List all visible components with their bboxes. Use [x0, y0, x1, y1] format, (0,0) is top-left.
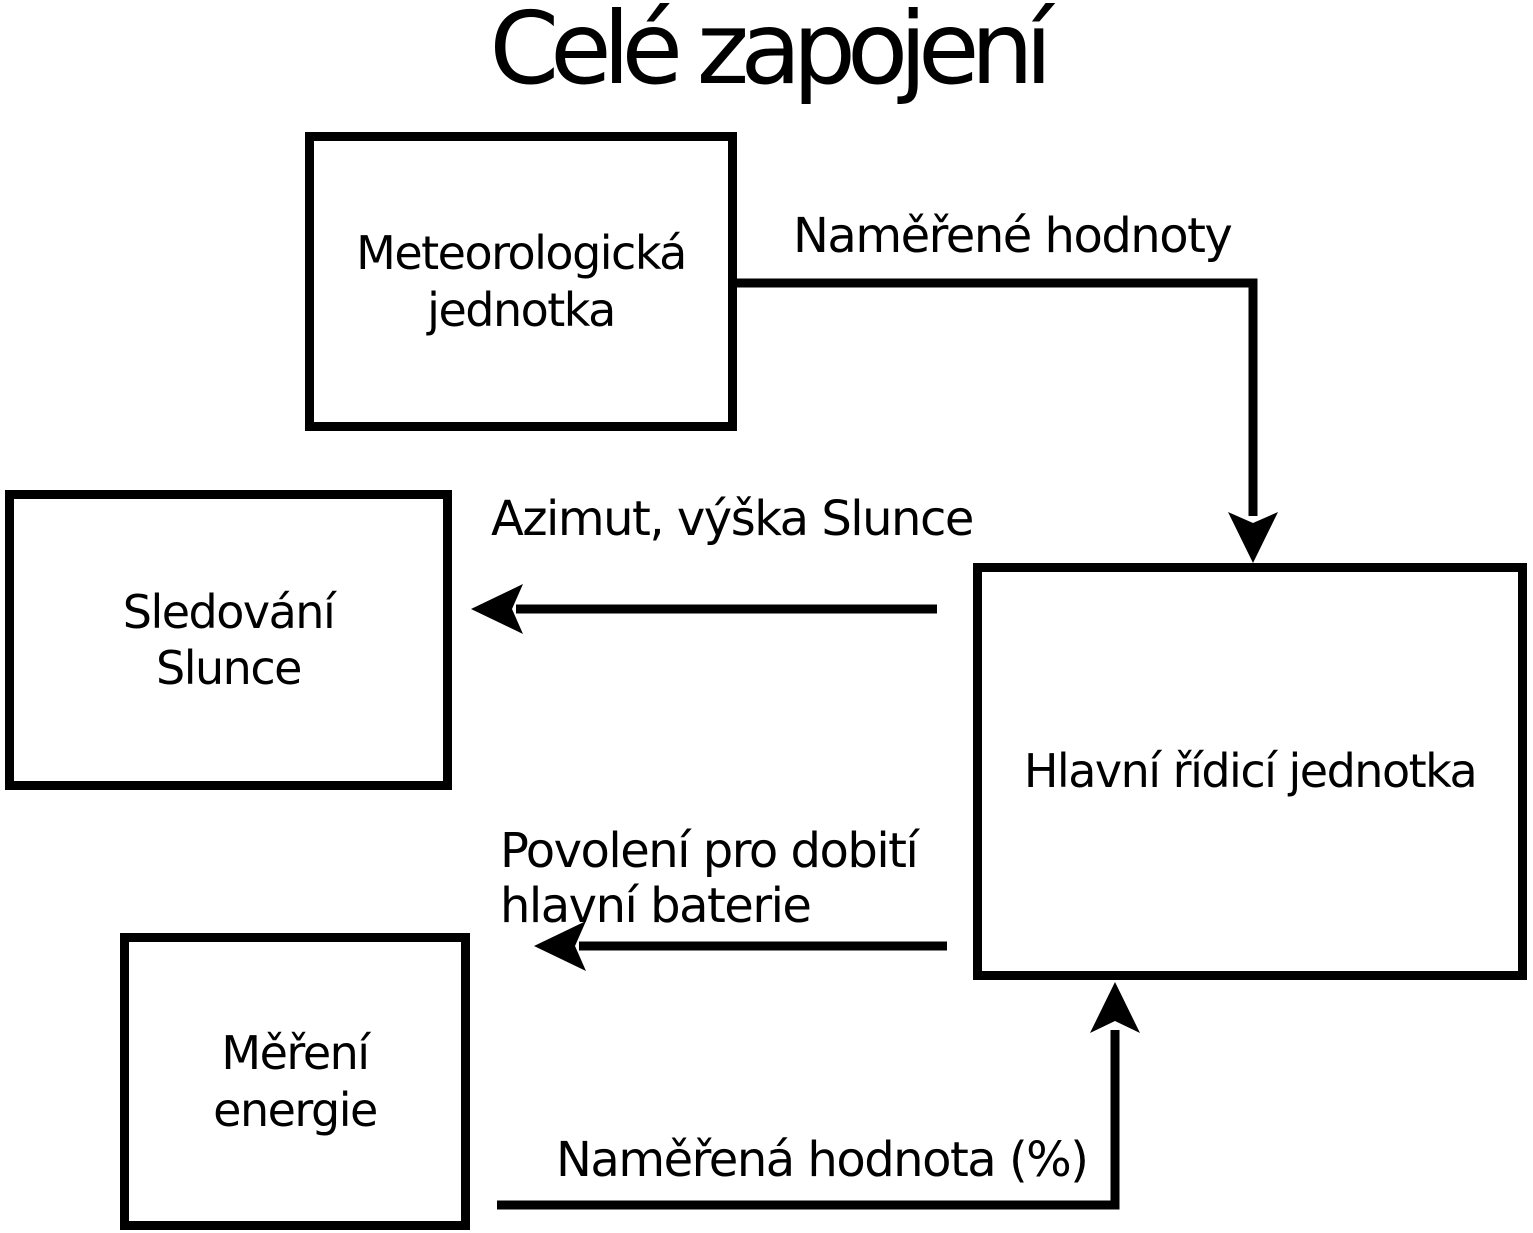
- node-energy-measurement: Měření energie: [120, 933, 470, 1230]
- node-sun-tracking-label-line1: Sledování: [122, 584, 336, 639]
- edge-label-measured-values: Naměřené hodnoty: [793, 208, 1233, 264]
- diagram-title: Celé zapojení: [489, 0, 1052, 107]
- edge-measured-percentage-line: [497, 1030, 1120, 1210]
- edge-label-recharge-permission-line2: hlavní baterie: [500, 878, 812, 934]
- node-meteo-unit-label-line1: Meteorologická: [356, 226, 687, 281]
- edge-recharge-permission-arrowhead-left-icon: [534, 921, 586, 971]
- node-sun-tracking: Sledování Slunce: [5, 490, 452, 790]
- edge-sun-position-arrowhead-left-icon: [471, 584, 523, 634]
- node-main-control-unit: Hlavní řídicí jednotka: [973, 563, 1527, 980]
- edge-measured-values-line: [737, 278, 1258, 516]
- node-meteo-unit-label-line2: jednotka: [427, 282, 616, 337]
- edge-label-measured-percentage: Naměřená hodnota (%): [556, 1132, 1089, 1188]
- edge-label-recharge-permission-line1: Povolení pro dobití: [500, 823, 919, 879]
- node-main-control-unit-label: Hlavní řídicí jednotka: [1023, 744, 1478, 799]
- node-sun-tracking-label-line2: Slunce: [156, 641, 302, 695]
- node-energy-measurement-label-line1: Měření: [221, 1026, 370, 1081]
- edge-label-sun-position: Azimut, výška Slunce: [491, 491, 974, 547]
- edge-label-recharge-permission: Povolení pro dobití hlavní baterie: [500, 823, 919, 934]
- node-energy-measurement-label-line2: energie: [213, 1082, 378, 1137]
- edge-measured-values-arrowhead-down-icon: [1228, 512, 1278, 563]
- edge-measured-percentage-arrowhead-up-icon: [1090, 982, 1140, 1033]
- node-meteo-unit: Meteorologická jednotka: [305, 132, 737, 431]
